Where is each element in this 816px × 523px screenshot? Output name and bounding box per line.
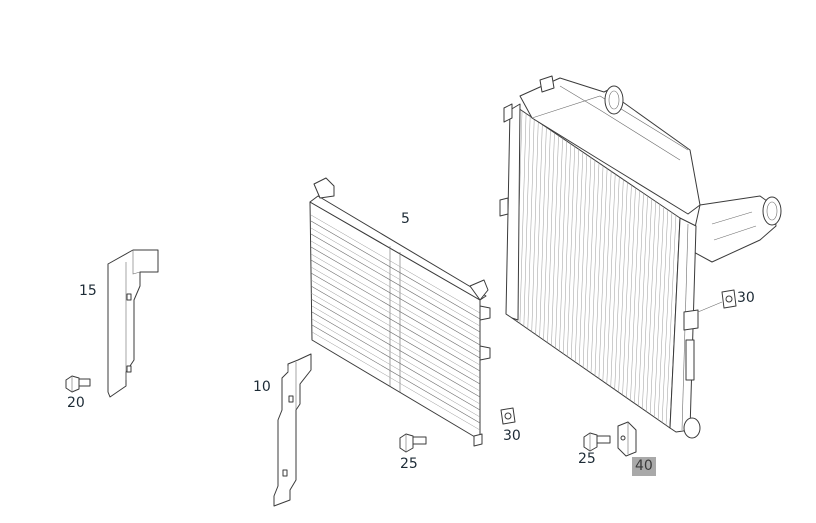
condenser-part-5 [309, 177, 491, 447]
cooler-fin-line [543, 129, 551, 341]
air-guide-panel-part-10 [273, 353, 312, 507]
callout-part-5[interactable]: 5 [401, 211, 410, 227]
cooler-fin-line [574, 151, 584, 363]
cooler-fin-line [539, 127, 547, 338]
cooler-fin-line [650, 204, 660, 415]
cooler-fin-line [582, 157, 592, 368]
cooler-fin-line [586, 160, 596, 371]
cooler-fin-line [602, 171, 612, 382]
nut-part-30-middle [500, 407, 516, 425]
cooler-fin-line [535, 124, 543, 335]
air-guide-panel-part-15 [107, 249, 159, 398]
cooler-fin-line [523, 116, 531, 327]
bolt-part-25-right [583, 432, 611, 452]
charge-air-cooler [499, 75, 782, 439]
cooler-fin-line [630, 190, 640, 401]
callout-part-15[interactable]: 15 [79, 283, 97, 299]
callout-part-20[interactable]: 20 [67, 395, 85, 411]
cooler-fin-line [590, 162, 600, 374]
cooler-fin-line [661, 212, 673, 423]
cooler-fin-line [606, 173, 616, 385]
cooler-fin-line [567, 146, 575, 357]
cooler-fin-line [646, 201, 656, 412]
callout-part-30-middle[interactable]: 30 [503, 428, 521, 444]
bracket-part-40 [617, 421, 637, 457]
cooler-fin-line [571, 149, 579, 360]
cooler-fin-line [527, 118, 535, 330]
cooler-fin-line [598, 168, 608, 379]
cooler-fin-line [614, 179, 624, 390]
callout-part-30-right[interactable]: 30 [737, 290, 755, 306]
cooler-fin-line [610, 176, 620, 387]
cooler-fin-line [634, 193, 644, 404]
cooler-fin-line [563, 143, 571, 354]
cooler-fin-line [665, 215, 677, 426]
cooler-fin-line [519, 113, 527, 324]
cooler-fin-line [578, 154, 588, 365]
callout-part-40[interactable]: 40 [632, 457, 656, 476]
callout-part-25-middle[interactable]: 25 [400, 456, 418, 472]
cooler-fin-line [555, 138, 563, 349]
bolt-part-20 [65, 375, 91, 393]
cooler-fin-line [642, 198, 652, 409]
callout-part-25-right[interactable]: 25 [578, 451, 596, 467]
cooler-fin-line [622, 184, 632, 396]
callout-part-10[interactable]: 10 [253, 379, 271, 395]
cooler-fin-line [531, 121, 539, 332]
cooler-fin-line [559, 140, 567, 352]
cooler-fin-line [626, 187, 636, 398]
cooler-fin-line [657, 209, 669, 420]
cooler-fin-line [594, 165, 604, 376]
bolt-part-25-middle [399, 433, 427, 453]
nut-part-30-right [697, 289, 737, 313]
cooler-fin-line [653, 206, 665, 418]
cooler-fin-line [551, 135, 559, 346]
cooler-fin-line [547, 132, 555, 343]
cooler-fin-line [638, 195, 648, 407]
cooler-fin-line [618, 182, 628, 393]
